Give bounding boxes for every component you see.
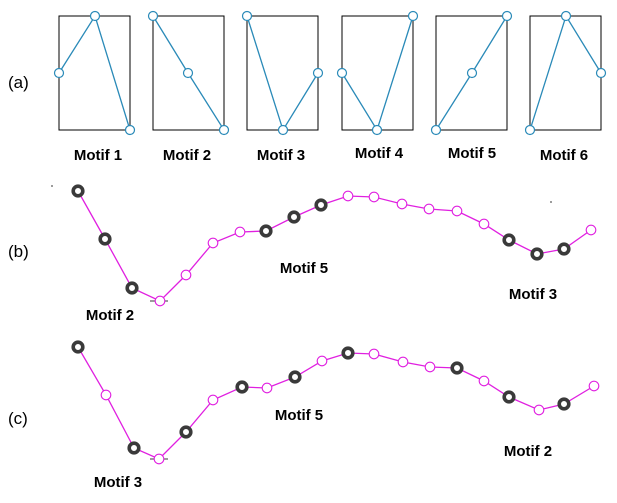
motif-5-box	[435, 15, 508, 131]
stray-dot	[51, 185, 53, 187]
motif-2-point	[147, 10, 159, 22]
motif-4-point	[371, 124, 383, 136]
series-c-point	[424, 361, 436, 373]
series-c: Motif 3 Motif 5 Motif 2	[71, 340, 600, 491]
series-b-point	[154, 295, 166, 307]
motif-3-box	[246, 15, 319, 131]
motif-5-caption: Motif 5	[448, 145, 496, 162]
motif-2: Motif 2	[147, 10, 230, 164]
motif-6-point	[524, 124, 536, 136]
series-b-point	[423, 203, 435, 215]
motif-6-point	[595, 67, 607, 79]
series-b-point	[451, 205, 463, 217]
motif-6: Motif 6	[524, 10, 607, 164]
motif-2-point	[218, 124, 230, 136]
series-c-motif-point	[71, 340, 85, 354]
series-b-point	[180, 269, 192, 281]
series-b-motif-point	[259, 224, 273, 238]
motif-1: Motif 1	[53, 10, 136, 164]
motif-5-point	[430, 124, 442, 136]
series-c-point	[100, 389, 112, 401]
motif-1-shape	[58, 14, 131, 131]
series-b-motif-point	[314, 198, 328, 212]
motif-4-point	[407, 10, 419, 22]
motif-6-box	[529, 15, 602, 131]
series-c-point	[368, 348, 380, 360]
series-c-motif-point	[450, 361, 464, 375]
motif-4-point	[336, 67, 348, 79]
series-b-motif-point	[530, 247, 544, 261]
series-b-motif-point	[98, 232, 112, 246]
motif-1-box	[58, 15, 131, 131]
panel-label-c: (c)	[8, 409, 28, 428]
motif-1-point	[124, 124, 136, 136]
motif-4-shape	[341, 15, 414, 132]
series-b-line	[77, 190, 592, 302]
series-b-point	[478, 218, 490, 230]
motif-2-box	[152, 15, 225, 131]
series-b-point	[207, 237, 219, 249]
motif-3-point	[241, 10, 253, 22]
motif-5-point	[466, 67, 478, 79]
series-c-motif-point	[127, 441, 141, 455]
series-c-motif-point	[557, 397, 571, 411]
motif-6-caption: Motif 6	[540, 147, 588, 164]
motif-5: Motif 5	[430, 10, 513, 162]
motif-3-point	[277, 124, 289, 136]
motif-6-point	[560, 10, 572, 22]
series-c-point	[316, 355, 328, 367]
series-b-motif-point	[287, 210, 301, 224]
motif-4-box	[341, 15, 414, 131]
series-c-point	[153, 453, 165, 465]
series-b-caption-motif-3: Motif 3	[509, 286, 557, 303]
series-c-motif-point	[341, 346, 355, 360]
series-b: Motif 2 Motif 5 Motif 3	[51, 184, 597, 324]
motif-1-point	[89, 10, 101, 22]
motif-3-shape	[246, 15, 319, 132]
series-c-caption-motif-2: Motif 2	[504, 443, 552, 460]
series-b-caption-motif-5: Motif 5	[280, 260, 328, 277]
series-c-caption-motif-3: Motif 3	[94, 474, 142, 491]
motif-1-point	[53, 67, 65, 79]
series-b-motif-point	[125, 281, 139, 295]
series-c-point	[588, 380, 600, 392]
stray-dot	[550, 201, 552, 203]
series-c-point	[478, 375, 490, 387]
motif-4-caption: Motif 4	[355, 145, 404, 162]
series-b-point	[368, 191, 380, 203]
series-c-caption-motif-5: Motif 5	[275, 407, 323, 424]
series-b-motif-point	[502, 233, 516, 247]
series-c-motif-point	[235, 380, 249, 394]
series-b-caption-motif-2: Motif 2	[86, 307, 134, 324]
motif-2-point	[182, 67, 194, 79]
series-b-point	[585, 224, 597, 236]
series-c-point	[533, 404, 545, 416]
motif-3-point	[312, 67, 324, 79]
series-c-motif-point	[179, 425, 193, 439]
motif-1-caption: Motif 1	[74, 147, 122, 164]
motif-3: Motif 3	[241, 10, 324, 164]
motif-2-caption: Motif 2	[163, 147, 211, 164]
series-b-motif-point	[557, 242, 571, 256]
series-c-motif-point	[288, 370, 302, 384]
motif-4: Motif 4	[336, 10, 419, 162]
series-b-point	[342, 190, 354, 202]
series-b-point	[234, 226, 246, 238]
series-c-point	[207, 394, 219, 406]
panel-label-a: (a)	[8, 73, 29, 92]
motif-6-shape	[529, 14, 602, 131]
motif-3-caption: Motif 3	[257, 147, 305, 164]
series-c-point	[261, 382, 273, 394]
panel-label-b: (b)	[8, 242, 29, 261]
series-b-point	[396, 198, 408, 210]
series-c-point	[397, 356, 409, 368]
motif-5-point	[501, 10, 513, 22]
series-c-motif-point	[502, 390, 516, 404]
series-b-motif-point	[71, 184, 85, 198]
